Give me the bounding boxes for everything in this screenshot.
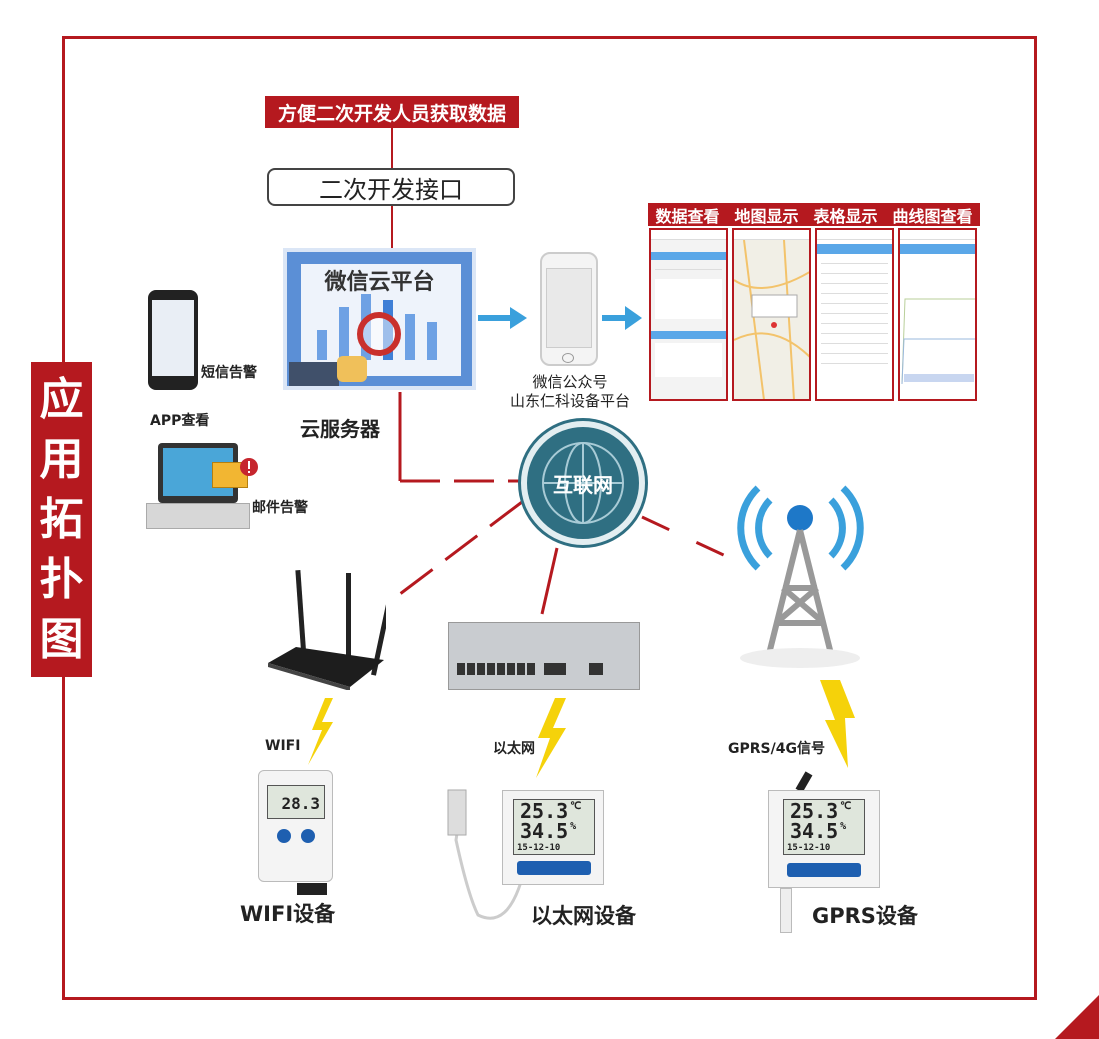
- gprs-probe: [780, 888, 792, 933]
- corner-decoration: [1055, 995, 1099, 1039]
- side-title-char: 应: [39, 373, 84, 425]
- table-view-screenshot: [815, 228, 894, 401]
- eth-hum-unit: %: [570, 821, 577, 832]
- gprs-device-label: GPRS设备: [812, 904, 918, 928]
- internet-label: 互联网: [553, 472, 613, 497]
- tab-table-view: 表格显示: [813, 206, 878, 226]
- wifi-router-image: [268, 570, 386, 690]
- ethernet-link-label: 以太网: [493, 741, 535, 757]
- eth-hum: 34.5: [520, 819, 569, 843]
- side-title: 应 用 拓 扑 图: [31, 362, 92, 677]
- side-title-char: 拓: [39, 493, 84, 545]
- app-view-label: APP查看: [150, 413, 210, 429]
- ethernet-device-image: 25.3℃ 34.5% 15-12-10: [502, 790, 604, 885]
- eth-temp-row: 25.3℃: [520, 801, 581, 821]
- side-title-char: 用: [39, 433, 84, 485]
- gprs-temp: 25.3: [790, 799, 839, 823]
- mobile-app-image: [148, 290, 198, 390]
- curve-view-screenshot: [898, 228, 977, 401]
- cloud-server-image: 微信云平台: [283, 248, 476, 390]
- gprs-device-image: 25.3℃ 34.5% 15-12-10: [768, 790, 880, 888]
- wifi-device-label: WIFI设备: [240, 902, 336, 926]
- cloud-platform-title: 微信云平台: [324, 270, 435, 295]
- sms-alert-label: 短信告警: [201, 365, 257, 381]
- developer-data-tag: 方便二次开发人员获取数据: [265, 96, 519, 128]
- tab-curve-view: 曲线图查看: [892, 206, 973, 226]
- view-tabs: 数据查看 地图显示 表格显示 曲线图查看: [648, 203, 980, 226]
- tab-map-view: 地图显示: [734, 206, 799, 226]
- gprs-link-label: GPRS/4G信号: [728, 741, 825, 757]
- side-title-char: 图: [39, 613, 84, 665]
- email-alert-label: 邮件告警: [252, 500, 308, 516]
- wifi-link-label: WIFI: [265, 738, 301, 754]
- wifi-device-image: 28.3: [258, 770, 333, 895]
- probe-cable: [447, 789, 525, 920]
- side-title-char: 扑: [39, 553, 84, 605]
- gprs-hum: 34.5: [790, 819, 839, 843]
- secondary-dev-api-box: 二次开发接口: [267, 168, 515, 206]
- map-view-screenshot: [732, 228, 811, 401]
- alert-icon: [240, 458, 258, 476]
- wechat-caption-line1: 微信公众号: [532, 373, 608, 391]
- laptop-keyboard: [146, 503, 250, 529]
- gprs-temp-row: 25.3℃: [790, 801, 851, 821]
- wechat-phone-image: [540, 252, 598, 366]
- eth-temp: 25.3: [520, 799, 569, 823]
- gprs-hum-unit: %: [840, 821, 847, 832]
- gprs-hum-row: 34.5%: [790, 821, 846, 841]
- eth-temp-unit: ℃: [570, 801, 582, 812]
- ethernet-switch-image: [448, 622, 640, 690]
- eth-date: 15-12-10: [517, 843, 561, 853]
- tab-data-view: 数据查看: [655, 206, 720, 226]
- magnifier-icon: [357, 312, 401, 356]
- eth-hum-row: 34.5%: [520, 821, 576, 841]
- ethernet-device-label: 以太网设备: [531, 904, 636, 928]
- cloud-server-caption: 云服务器: [300, 417, 380, 441]
- wechat-caption-line2: 山东仁科设备平台: [509, 392, 630, 410]
- internet-globe: 互联网: [521, 421, 645, 545]
- gprs-temp-unit: ℃: [840, 801, 852, 812]
- cell-tower-image: [737, 485, 864, 668]
- data-view-screenshot: [649, 228, 728, 401]
- gprs-date: 15-12-10: [787, 843, 831, 853]
- wifi-device-reading: 28.3: [267, 785, 325, 819]
